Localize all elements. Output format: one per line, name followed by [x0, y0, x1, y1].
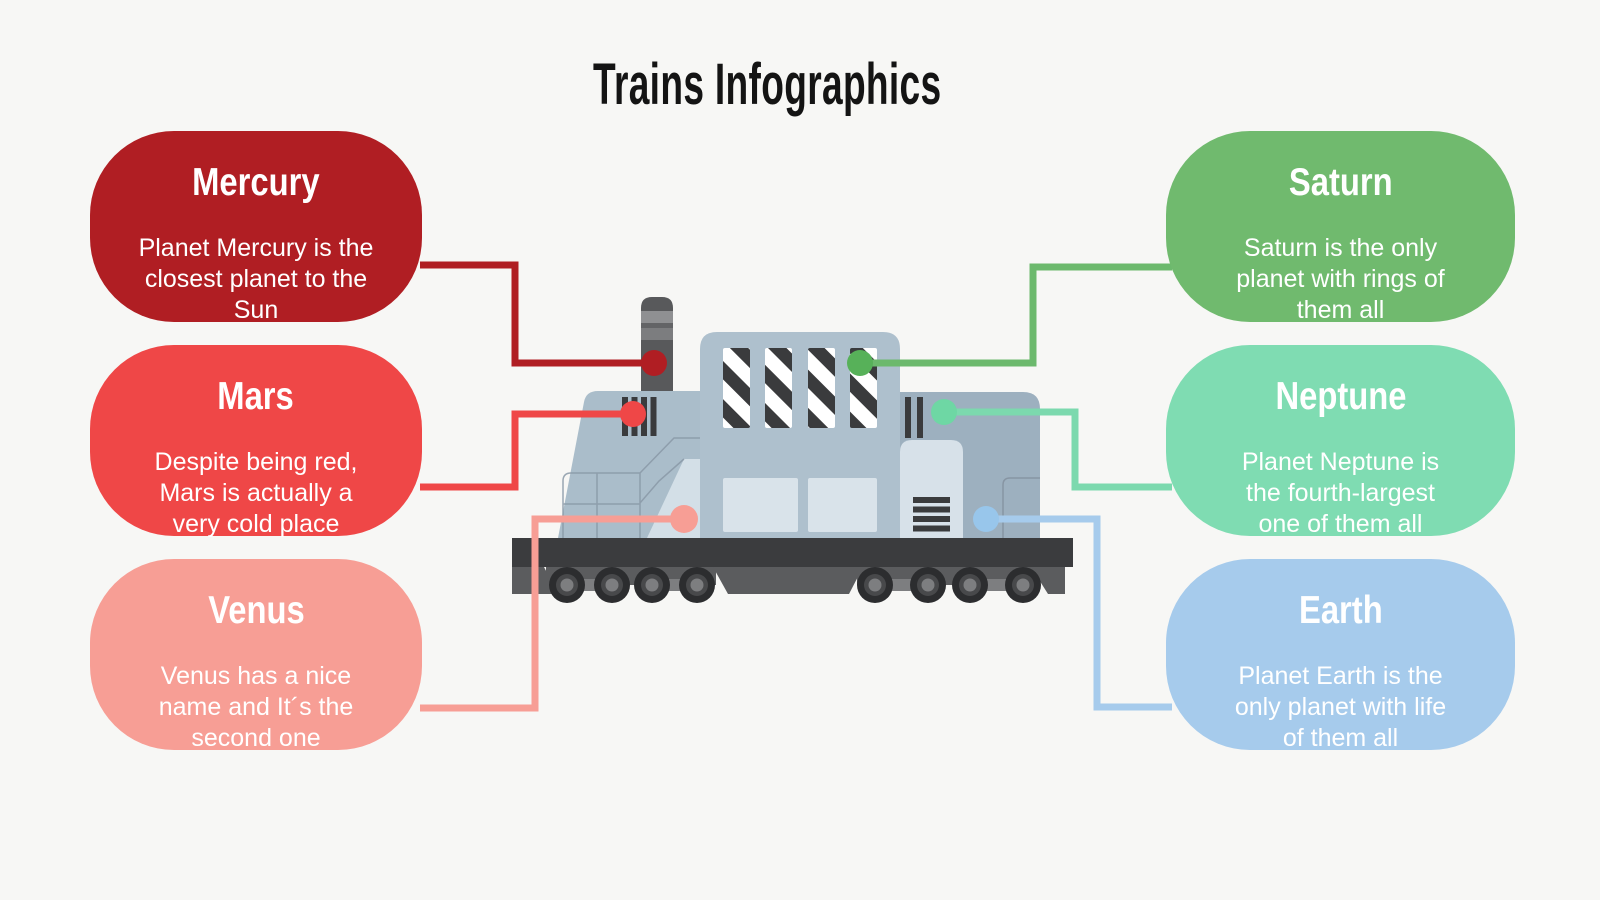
nose-panel-seams [562, 437, 700, 538]
rear-grille-bar [913, 525, 950, 532]
card-description: Planet Mercury is the closest planet to … [138, 234, 374, 324]
card-neptune: Neptune Planet Neptune is the fourth-lar… [1166, 345, 1515, 538]
card-description: Despite being red, Mars is actually a ve… [154, 448, 358, 538]
card-venus: Venus Venus has a nice name and It´s the… [90, 559, 422, 752]
cab-window-3 [808, 348, 835, 428]
card-title-text: Mars [217, 375, 295, 418]
connector-dot-mercury [641, 350, 667, 376]
smokestack-band [641, 328, 673, 340]
undercarriage [512, 567, 1065, 594]
card-saturn: Saturn Saturn is the only planet with ri… [1166, 131, 1515, 324]
wheel [1005, 567, 1041, 603]
wheel [594, 567, 630, 603]
smokestack-band [641, 311, 673, 323]
smokestack-band [641, 323, 673, 328]
rear-vent-bar [917, 397, 923, 438]
card-description: Planet Earth is the only planet with lif… [1234, 662, 1447, 752]
card-earth: Earth Planet Earth is the only planet wi… [1166, 559, 1515, 752]
page-title: Trains Infographics [0, 54, 1535, 116]
connector-dot-mars [620, 401, 646, 427]
connector-dot-saturn [847, 350, 873, 376]
rear-grille-bar [913, 516, 950, 522]
card-title: Mercury [90, 161, 422, 213]
smokestack [641, 297, 673, 396]
cab-window-1 [723, 348, 750, 428]
wheel [549, 567, 585, 603]
rear-grille [913, 497, 950, 532]
rear-vent-bar [905, 397, 911, 438]
connector-dot-earth [973, 506, 999, 532]
connector-dot-venus [670, 505, 698, 533]
connector-dot-neptune [931, 399, 957, 425]
wheel [910, 567, 946, 603]
card-title: Saturn [1166, 161, 1515, 213]
connectors [420, 261, 1172, 712]
rear-grille-bar [913, 506, 950, 513]
front-vent-bar [650, 397, 657, 436]
connector-mars [420, 410, 633, 491]
card-title-text: Earth [1298, 589, 1383, 632]
card-title-text: Mercury [192, 161, 320, 204]
card-title: Earth [1166, 589, 1515, 641]
connector-venus [420, 515, 684, 712]
card-title: Neptune [1166, 375, 1515, 427]
wheel [857, 567, 893, 603]
card-mars: Mars Despite being red, Mars is actually… [90, 345, 422, 538]
card-title-text: Neptune [1274, 375, 1407, 418]
connector-saturn [860, 263, 1172, 367]
card-title-text: Venus [207, 589, 305, 632]
card-description: Saturn is the only planet with rings of … [1236, 234, 1445, 324]
connector-mercury [420, 261, 654, 367]
card-title: Mars [90, 375, 422, 427]
lower-window-1 [723, 478, 798, 532]
rear-door-panel [900, 440, 963, 538]
wheel [952, 567, 988, 603]
connector-neptune [944, 408, 1172, 491]
wheels [549, 567, 1041, 603]
chassis [512, 538, 1073, 567]
connector-earth [986, 515, 1172, 711]
card-description: Planet Neptune is the fourth-largest one… [1241, 448, 1440, 538]
page-title-text: Trains Infographics [593, 52, 942, 117]
wheel [634, 567, 670, 603]
lower-window-2 [808, 478, 877, 532]
card-description: Venus has a nice name and It´s the secon… [158, 662, 354, 752]
rear-grille-bar [913, 497, 950, 503]
cab-window-2 [765, 348, 792, 428]
rear-hood-seam [1002, 477, 1040, 538]
locomotive [512, 297, 1073, 603]
wheel [679, 567, 715, 603]
card-title-text: Saturn [1288, 161, 1393, 204]
card-title: Venus [90, 589, 422, 641]
card-mercury: Mercury Planet Mercury is the closest pl… [90, 131, 422, 324]
